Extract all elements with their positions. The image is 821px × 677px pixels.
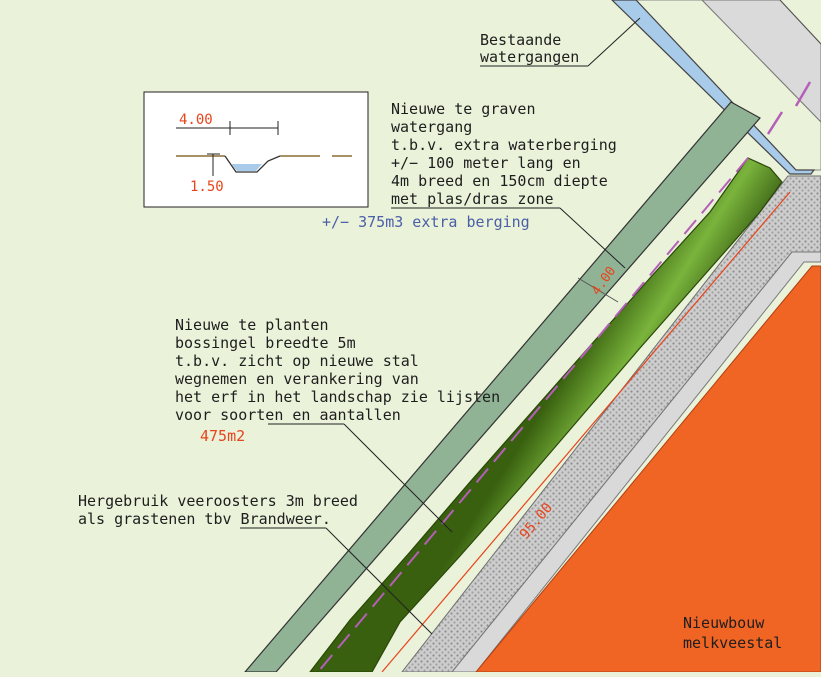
hedge-boundary-dashed [317, 157, 749, 673]
label-line: watergang [391, 118, 472, 136]
label-line: bossingel breedte 5m [175, 334, 356, 352]
existing-watercourse [611, 0, 816, 175]
new-barn-label: Nieuwbouw melkveestal [683, 614, 782, 652]
marker-line-2 [766, 111, 784, 135]
length-dimension-line [381, 191, 791, 673]
new-hedge-label: Nieuwe te planten bossingel breedte 5m t… [175, 316, 500, 533]
label-line: +/− 100 meter lang en [391, 154, 581, 172]
cattle-grid-label: Hergebruik veeroosters 3m breed als gras… [78, 492, 433, 635]
label-line: watergangen [480, 48, 579, 66]
label-line: Hergebruik veeroosters 3m breed [78, 492, 358, 510]
existing-road [701, 0, 821, 123]
leader-line [325, 527, 433, 635]
hedge-area-label: 475m2 [200, 427, 245, 445]
new-watercourse-label: Nieuwe te graven watergang t.b.v. extra … [391, 100, 626, 269]
label-line: het erf in het landschap zie lijsten [175, 388, 500, 406]
label-line: Nieuwe te graven [391, 100, 536, 118]
width-dimension-line [577, 277, 619, 303]
leader-line [587, 17, 641, 67]
marker-line-1 [794, 81, 812, 107]
extra-storage-label: +/− 375m3 extra berging [322, 213, 530, 231]
label-line: met plas/dras zone [391, 190, 554, 208]
label-line: Nieuwe te planten [175, 316, 329, 334]
channel-water [231, 164, 262, 171]
label-line: t.b.v. extra waterberging [391, 136, 617, 154]
label-line: Nieuwbouw [683, 614, 765, 632]
label-line: wegnemen en verankering van [175, 370, 419, 388]
label-line: voor soorten en aantallen [175, 406, 401, 424]
label-line: melkveestal [683, 634, 782, 652]
label-line: Bestaande [480, 31, 561, 49]
label-line: t.b.v. zicht op nieuwe stal [175, 352, 419, 370]
section-width-label: 4.00 [179, 112, 213, 128]
cross-section-detail: 4.00 1.50 [143, 91, 369, 208]
new-barn-area [474, 265, 821, 673]
detail-frame [143, 91, 369, 208]
section-depth-label: 1.50 [190, 179, 224, 195]
channel-profile [224, 155, 281, 173]
label-line: als grastenen tbv Brandweer. [78, 510, 331, 528]
road-edge-line [779, 0, 821, 45]
leader-line [559, 207, 626, 269]
label-line: 4m breed en 150cm diepte [391, 172, 608, 190]
leader-line [343, 423, 453, 533]
existing-watercourse-label: Bestaande watergangen [480, 17, 641, 67]
